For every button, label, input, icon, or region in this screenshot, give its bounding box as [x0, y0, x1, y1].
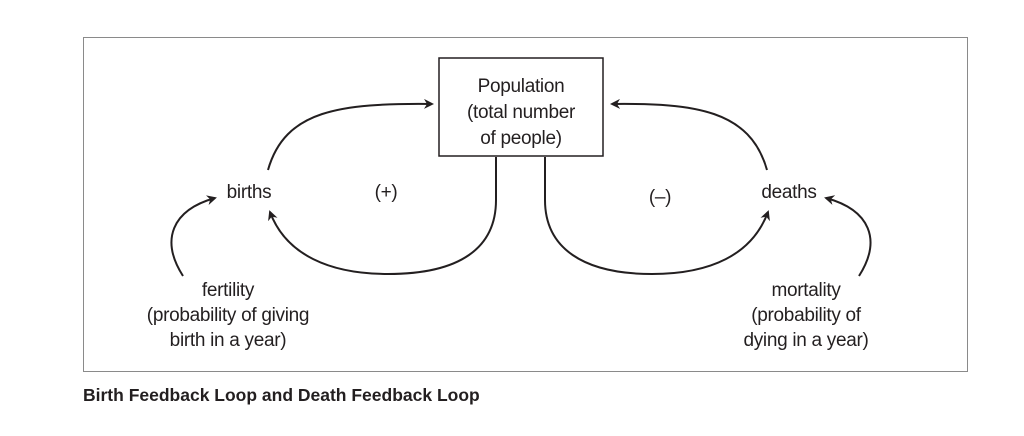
- fertility-desc-line1: (probability of giving: [147, 305, 309, 326]
- positive-loop-sign: (+): [375, 182, 398, 203]
- deaths-label: deaths: [761, 182, 816, 203]
- figure-caption: Birth Feedback Loop and Death Feedback L…: [83, 385, 480, 405]
- negative-loop-sign: (–): [649, 187, 671, 208]
- population-to-deaths-arrow: [544, 157, 770, 276]
- fertility-desc-line2: birth in a year): [170, 330, 287, 351]
- mortality-desc-line2: dying in a year): [743, 330, 868, 351]
- deaths-to-population-arrow: [610, 98, 768, 171]
- population-box: [438, 57, 604, 157]
- mortality-to-deaths-arrow: [824, 195, 872, 277]
- mortality-title: mortality: [771, 280, 841, 301]
- population-title: Population: [478, 76, 565, 97]
- diagram-frame: [83, 37, 968, 372]
- population-desc-line1: (total number: [467, 102, 576, 123]
- population-desc-line2: of people): [480, 128, 562, 149]
- population-to-births-arrow: [268, 157, 497, 276]
- mortality-desc-line1: (probability of: [751, 305, 862, 326]
- fertility-title: fertility: [202, 280, 255, 301]
- births-label: births: [227, 182, 272, 203]
- fertility-to-births-arrow: [170, 195, 217, 277]
- births-to-population-arrow: [267, 98, 434, 171]
